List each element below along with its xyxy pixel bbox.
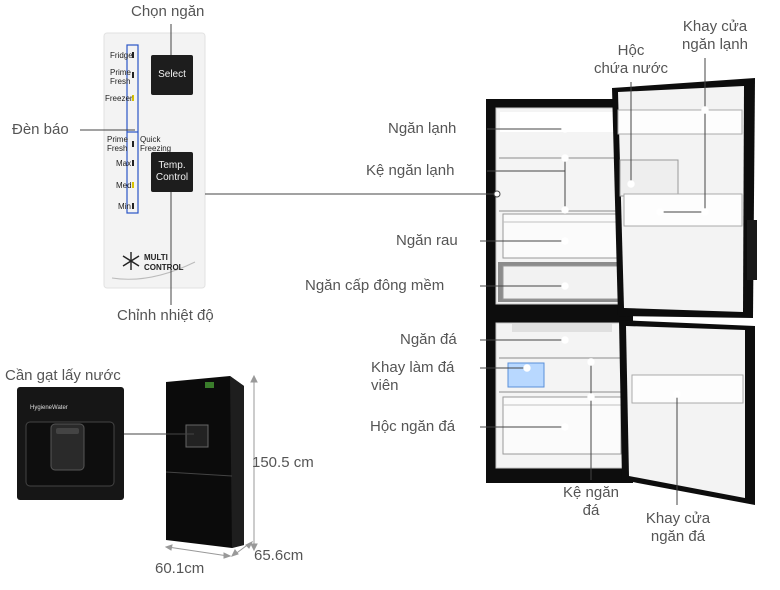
label-can-gat-lay-nuoc: Cần gạt lấy nước <box>5 367 121 384</box>
label-ngan-rau: Ngăn rau <box>396 232 458 249</box>
dispenser-brand: HygieneWater <box>30 405 68 411</box>
dimension-width: 60.1cm <box>155 560 205 577</box>
brand-line-2: CONTROL <box>144 263 184 272</box>
label-khay-lam-da-vien: Khay làm đá viên <box>371 359 455 394</box>
exterior-fridge <box>165 376 244 548</box>
mode-fridge-label: Fridge <box>110 51 133 60</box>
label-khay-cua-ngan-da: Khay cửa ngăn đá <box>645 510 711 545</box>
dimension-depth: 65.6cm <box>254 547 304 564</box>
indicator-fridge <box>132 52 134 58</box>
mode-freezer-label: Freezer <box>105 94 133 103</box>
label-hoc-ngan-da: Hộc ngăn đá <box>370 418 456 435</box>
mode-prime-fresh-label: Prime Fresh <box>110 68 131 86</box>
label-chon-ngan: Chọn ngăn <box>131 3 205 20</box>
indicator-prime-fresh <box>132 72 134 78</box>
indicator-med <box>132 182 134 188</box>
prime-fresh-label-2: Prime Fresh <box>107 135 128 153</box>
callout-lines <box>80 24 709 505</box>
label-ke-ngan-lanh: Kệ ngăn lạnh <box>366 162 455 179</box>
dispenser-closeup <box>17 387 124 500</box>
label-hoc-chua-nuoc: Hộc chứa nước <box>593 42 669 77</box>
dimension-lines <box>164 374 258 559</box>
label-ngan-da: Ngăn đá <box>400 331 457 348</box>
label-chinh-nhiet-do: Chỉnh nhiệt độ <box>117 307 214 324</box>
snowflake-icon <box>122 252 140 270</box>
label-khay-cua-ngan-lanh: Khay cửa ngăn lạnh <box>682 18 748 53</box>
quick-freezing-label: Quick Freezing <box>140 135 172 153</box>
temp-control-button[interactable]: Temp. Control <box>151 152 193 192</box>
open-fridge <box>486 78 757 505</box>
label-ngan-lanh: Ngăn lạnh <box>388 120 457 137</box>
label-den-bao: Đèn báo <box>12 121 69 138</box>
level-min-label: Min <box>118 202 131 211</box>
indicator-max <box>132 160 134 166</box>
label-ke-ngan-da: Kệ ngăn đá <box>563 484 619 519</box>
level-max-label: Max <box>116 159 132 168</box>
brand-line-1: MULTI <box>144 253 168 262</box>
level-med-label: Med <box>116 181 132 190</box>
label-ngan-cap-dong-mem: Ngăn cấp đông mềm <box>305 277 445 294</box>
indicator-freezer <box>132 95 134 101</box>
select-button[interactable]: Select <box>151 55 193 95</box>
dimension-height: 150.5 cm <box>252 454 314 471</box>
indicator-quick <box>132 141 134 147</box>
indicator-min <box>132 203 134 209</box>
